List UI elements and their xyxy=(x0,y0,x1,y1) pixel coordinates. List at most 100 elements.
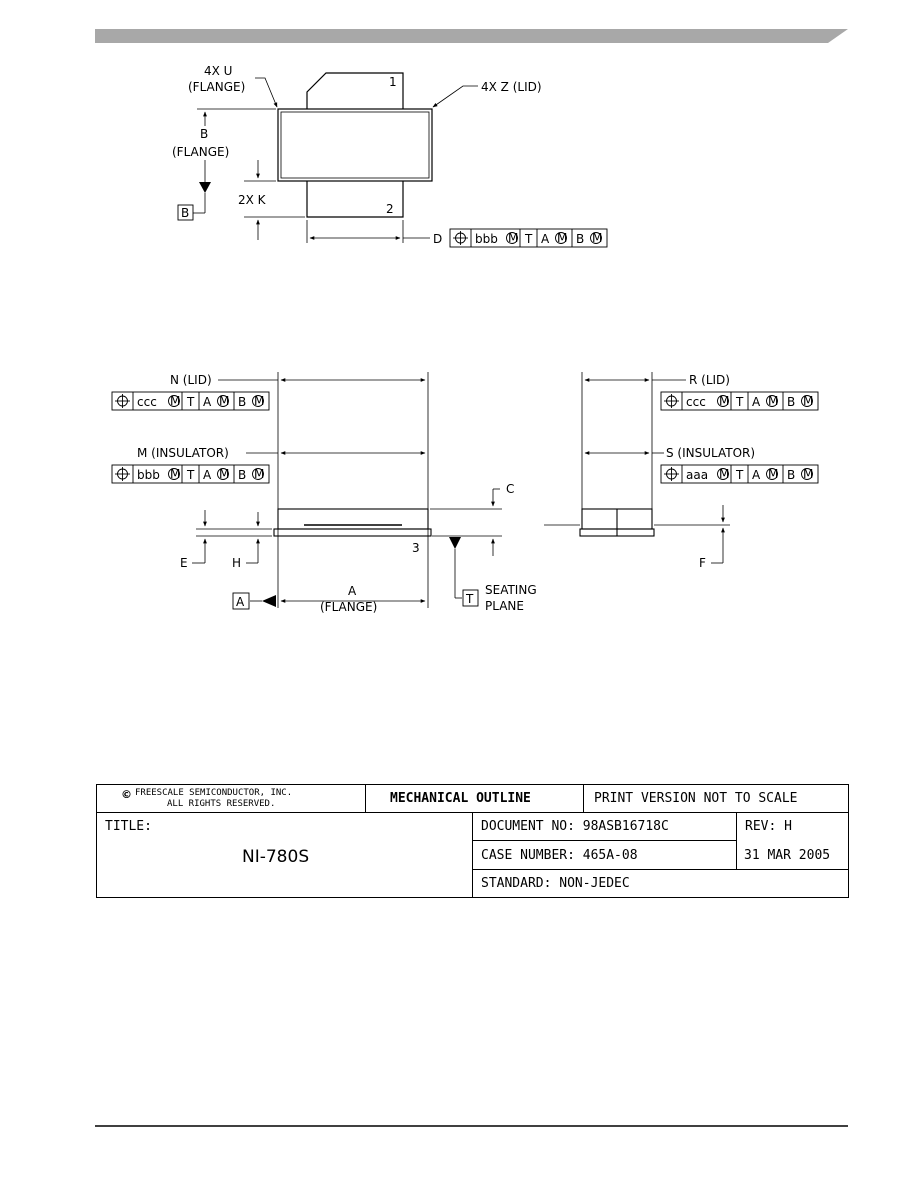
fcf-r: ccc M T A M B M xyxy=(660,391,819,411)
svg-text:M: M xyxy=(557,231,567,245)
position-icon xyxy=(664,467,679,481)
svg-text:B: B xyxy=(787,468,795,482)
datum-b-box: B xyxy=(177,204,194,221)
svg-text:M: M xyxy=(219,467,229,481)
svg-text:M: M xyxy=(219,394,229,408)
dim-n-label: N (LID) xyxy=(170,373,212,387)
mmc-icon: M xyxy=(590,231,602,245)
mmc-icon: M xyxy=(555,231,567,245)
svg-text:B: B xyxy=(181,206,189,220)
datum-a-box: A xyxy=(232,592,250,610)
svg-text:aaa: aaa xyxy=(686,468,708,482)
svg-text:A: A xyxy=(541,232,550,246)
svg-text:T: T xyxy=(735,468,744,482)
svg-text:T: T xyxy=(186,468,195,482)
svg-text:M: M xyxy=(719,394,729,408)
svg-text:M: M xyxy=(592,231,602,245)
pin-2-label: 2 xyxy=(386,202,394,216)
side-view xyxy=(544,372,730,564)
svg-text:A: A xyxy=(203,468,212,482)
svg-text:T: T xyxy=(186,395,195,409)
fcf-m: bbb M T A M B M xyxy=(111,464,270,484)
svg-text:T: T xyxy=(524,232,533,246)
mmc-icon: M xyxy=(217,467,229,481)
position-icon xyxy=(115,394,130,408)
copyright-cell: © FREESCALE SEMICONDUCTOR, INC. ALL RIGH… xyxy=(96,784,366,813)
fcf-s: aaa M T A M B M xyxy=(660,464,819,484)
seating-plane-line1: SEATING xyxy=(485,583,537,597)
datum-t-box: T xyxy=(462,589,479,607)
header-bar xyxy=(95,29,848,43)
dim-a-label: A xyxy=(348,584,357,598)
top-view-labels: 4X U (FLANGE) 4X Z (LID) B (FLANGE) 2X K… xyxy=(172,64,542,246)
svg-text:M: M xyxy=(254,394,264,408)
copyright-icon: © xyxy=(121,788,132,801)
svg-text:bbb: bbb xyxy=(475,232,498,246)
mechanical-outline-cell: MECHANICAL OUTLINE xyxy=(365,784,584,813)
mmc-icon: M xyxy=(717,467,729,481)
svg-text:M: M xyxy=(803,467,813,481)
svg-text:M: M xyxy=(803,394,813,408)
dim-r-label: R (LID) xyxy=(689,373,730,387)
svg-text:A: A xyxy=(236,595,245,609)
dim-b-sub: (FLANGE) xyxy=(172,145,229,159)
mmc-icon: M xyxy=(801,394,813,408)
svg-text:B: B xyxy=(576,232,584,246)
document-no-cell: DOCUMENT NO: 98ASB16718C xyxy=(472,812,737,841)
svg-text:T: T xyxy=(735,395,744,409)
pin-1-label: 1 xyxy=(389,75,397,89)
svg-text:M: M xyxy=(170,467,180,481)
print-version-cell: PRINT VERSION NOT TO SCALE xyxy=(583,784,849,813)
dim-b-label: B xyxy=(200,127,208,141)
title-block: © FREESCALE SEMICONDUCTOR, INC. ALL RIGH… xyxy=(96,784,849,898)
dim-k-label: 2X K xyxy=(238,193,267,207)
pin-3-label: 3 xyxy=(412,541,420,555)
position-icon xyxy=(664,394,679,408)
svg-text:A: A xyxy=(752,395,761,409)
svg-text:M: M xyxy=(768,467,778,481)
dim-a-sub: (FLANGE) xyxy=(320,600,377,614)
dim-c-label: C xyxy=(506,482,514,496)
callout-z: 4X Z (LID) xyxy=(481,80,542,94)
svg-text:B: B xyxy=(238,395,246,409)
mmc-icon: M xyxy=(801,467,813,481)
callout-u-line1: 4X U xyxy=(204,64,232,78)
dim-s-label: S (INSULATOR) xyxy=(666,446,755,460)
mmc-icon: M xyxy=(717,394,729,408)
dim-h-label: H xyxy=(232,556,241,570)
top-view xyxy=(193,72,478,243)
rev-cell: REV: H 31 MAR 2005 xyxy=(736,812,849,870)
mmc-icon: M xyxy=(217,394,229,408)
svg-text:B: B xyxy=(238,468,246,482)
side-view-labels: R (LID) S (INSULATOR) F xyxy=(666,373,755,570)
fcf-d: bbb M T A M B M xyxy=(449,228,608,248)
seating-plane-line2: PLANE xyxy=(485,599,524,613)
dim-m-label: M (INSULATOR) xyxy=(137,446,229,460)
svg-text:B: B xyxy=(787,395,795,409)
svg-text:M: M xyxy=(768,394,778,408)
mmc-icon: M xyxy=(252,394,264,408)
fcf-n: ccc M T A M B M xyxy=(111,391,270,411)
svg-text:T: T xyxy=(465,592,474,606)
position-icon xyxy=(453,231,468,245)
mmc-icon: M xyxy=(168,394,180,408)
mmc-icon: M xyxy=(766,394,778,408)
standard-cell: STANDARD: NON-JEDEC xyxy=(472,869,849,898)
mmc-icon: M xyxy=(766,467,778,481)
front-view xyxy=(192,372,502,608)
case-number-cell: CASE NUMBER: 465A-08 xyxy=(472,840,737,870)
svg-text:A: A xyxy=(203,395,212,409)
svg-text:M: M xyxy=(719,467,729,481)
callout-u-line2: (FLANGE) xyxy=(188,80,245,94)
drawing-title: NI-780S xyxy=(242,847,310,867)
svg-text:ccc: ccc xyxy=(686,395,706,409)
svg-text:A: A xyxy=(752,468,761,482)
front-view-labels: N (LID) M (INSULATOR) C E H 3 A (FLANGE)… xyxy=(137,373,537,614)
title-cell: TITLE: NI-780S xyxy=(96,812,473,898)
mmc-icon: M xyxy=(168,467,180,481)
svg-text:M: M xyxy=(508,231,518,245)
svg-text:M: M xyxy=(254,467,264,481)
mmc-icon: M xyxy=(506,231,518,245)
svg-text:M: M xyxy=(170,394,180,408)
